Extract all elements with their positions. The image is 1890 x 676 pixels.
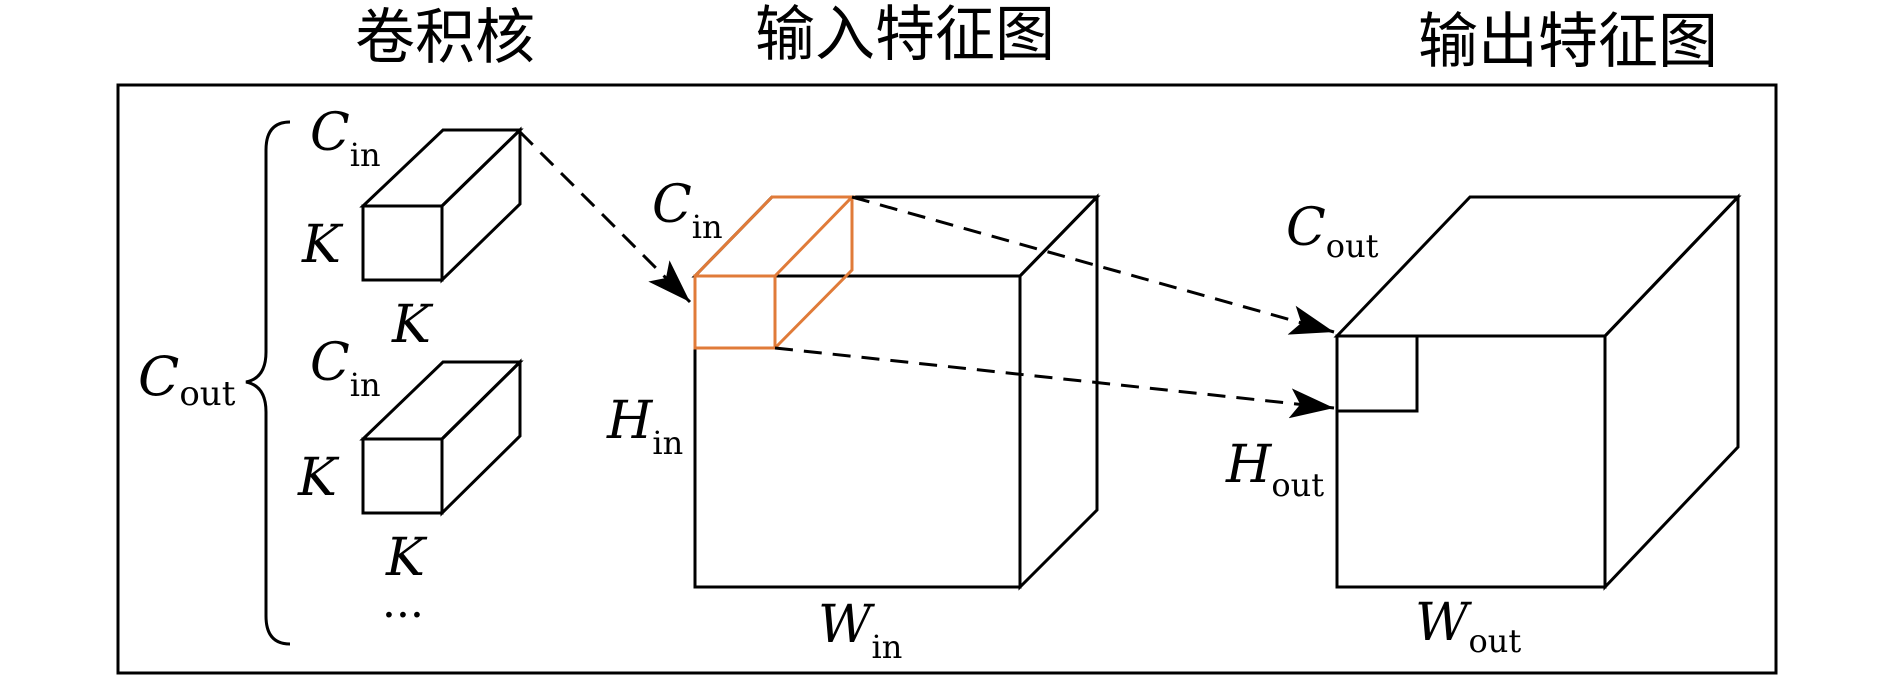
kernel-1-c-in-sub: in xyxy=(350,136,381,174)
kernel-1-top-face xyxy=(359,128,524,208)
kernel-2 xyxy=(359,358,524,517)
input-width-label: Win xyxy=(818,595,902,666)
input-feature-map xyxy=(691,193,1101,591)
output-channel-label: Cout xyxy=(1286,198,1379,265)
kernel-2-width-label: K xyxy=(385,528,428,588)
kernel-1-front-face xyxy=(361,204,444,282)
input-height-label: Hin xyxy=(606,391,683,462)
kernel-count-label-sub: out xyxy=(179,374,235,414)
input-height-main: H xyxy=(606,391,654,451)
output-top-face xyxy=(1333,195,1742,338)
output-height-main: H xyxy=(1225,435,1273,495)
kernel-1-width-label: K xyxy=(391,295,434,355)
kernel-1-height-label: K xyxy=(301,215,344,275)
input-channel-main: C xyxy=(652,175,692,235)
kernel-1-c-in-main: C xyxy=(310,103,350,163)
kernel-2-height-label: K xyxy=(297,448,340,508)
output-channel-sub: out xyxy=(1326,227,1379,265)
kernel-1-side-face xyxy=(440,126,522,284)
kernel-1-c-in-label: Cin xyxy=(310,103,381,174)
input-width-main: W xyxy=(818,595,875,655)
input-width-sub: in xyxy=(871,628,902,666)
kernel-to-input-arrow xyxy=(518,130,692,304)
kernel-2-front-face xyxy=(361,437,444,515)
output-feature-map xyxy=(1333,193,1742,591)
output-side-face xyxy=(1603,193,1740,591)
output-feature-map-title: 输出特征图 xyxy=(1418,7,1718,77)
input-window-top xyxy=(693,195,856,278)
input-channel-label: Cin xyxy=(652,175,723,246)
input-window-side xyxy=(773,197,854,350)
diagram-frame xyxy=(116,83,1778,675)
input-front-face xyxy=(693,274,1022,589)
input-height-sub: in xyxy=(652,424,683,462)
output-channel-main: C xyxy=(1286,198,1326,258)
output-width-label: Wout xyxy=(1415,593,1521,660)
kernel-2-side-face xyxy=(440,358,522,517)
kernel-2-c-in-label: Cin xyxy=(310,333,381,404)
output-height-sub: out xyxy=(1271,466,1324,504)
kernel-group-brace xyxy=(245,120,291,646)
output-height-label: Hout xyxy=(1225,435,1324,504)
output-front-face xyxy=(1335,334,1607,589)
kernel-count-label: Cout xyxy=(138,345,236,414)
input-receptive-window xyxy=(693,195,856,350)
kernel-1 xyxy=(359,126,524,284)
kernel-2-c-in-sub: in xyxy=(350,366,381,404)
output-width-main: W xyxy=(1415,593,1472,653)
input-window-front xyxy=(693,274,777,350)
input-top-to-output-arrow xyxy=(851,195,1335,335)
input-channel-sub: in xyxy=(692,208,723,246)
more-kernels-ellipsis: ··· xyxy=(382,590,424,641)
kernel-count-label-main: C xyxy=(138,345,179,408)
input-bottom-to-output-arrow xyxy=(774,346,1335,419)
kernel-2-top-face xyxy=(359,360,524,441)
kernel-2-c-in-main: C xyxy=(310,333,350,393)
input-feature-map-title: 输入特征图 xyxy=(755,0,1055,70)
output-cell xyxy=(1335,334,1419,413)
output-width-sub: out xyxy=(1468,622,1521,660)
kernel-title: 卷积核 xyxy=(355,3,535,73)
